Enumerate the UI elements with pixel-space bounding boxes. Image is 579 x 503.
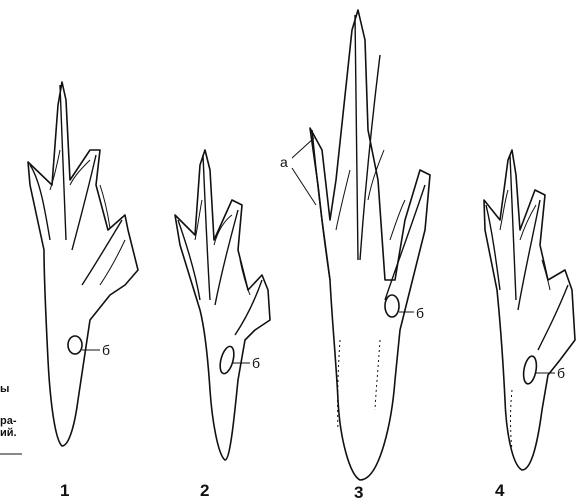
callout-b-foot-2: б <box>252 355 260 371</box>
foot-2-outline <box>175 150 270 460</box>
callout-b-foot-4: б <box>557 365 565 381</box>
foot-4-lower-line <box>511 390 513 450</box>
foot-3-callout-a-leader-2 <box>292 168 316 205</box>
edge-text-fragment-2: ра- <box>0 415 17 427</box>
foot-2-toe <box>178 155 262 335</box>
foot-1 <box>28 82 138 446</box>
foot-4-outline <box>484 150 575 470</box>
foot-1-outline <box>28 82 138 446</box>
foot-4-gland <box>522 355 539 385</box>
foot-2 <box>175 150 270 460</box>
foot-3-gland <box>385 295 399 317</box>
edge-text-fragment-3: ий. <box>0 427 17 439</box>
foot-4-toe <box>486 155 568 350</box>
figure-number-2: 2 <box>200 481 209 500</box>
foot-3-outline <box>310 10 430 480</box>
callout-a: а <box>280 154 288 170</box>
foot-4 <box>484 150 575 470</box>
foot-1-web <box>50 150 125 285</box>
foot-2-gland <box>218 345 237 375</box>
callout-b-foot-1: б <box>102 342 110 358</box>
foot-3-web <box>336 150 405 240</box>
foot-3-toe <box>312 15 425 300</box>
figure-number-1: 1 <box>60 481 69 500</box>
foot-3-lower-line <box>338 340 380 430</box>
callout-b-foot-3: б <box>416 305 424 321</box>
edge-text-fragment-1: ы <box>0 383 9 395</box>
foot-3 <box>292 10 430 480</box>
figure-number-4: 4 <box>495 481 505 500</box>
figure-number-3: 3 <box>354 483 363 502</box>
foot-1-gland <box>68 336 82 354</box>
foot-3-callout-a-leader-1 <box>292 138 314 158</box>
